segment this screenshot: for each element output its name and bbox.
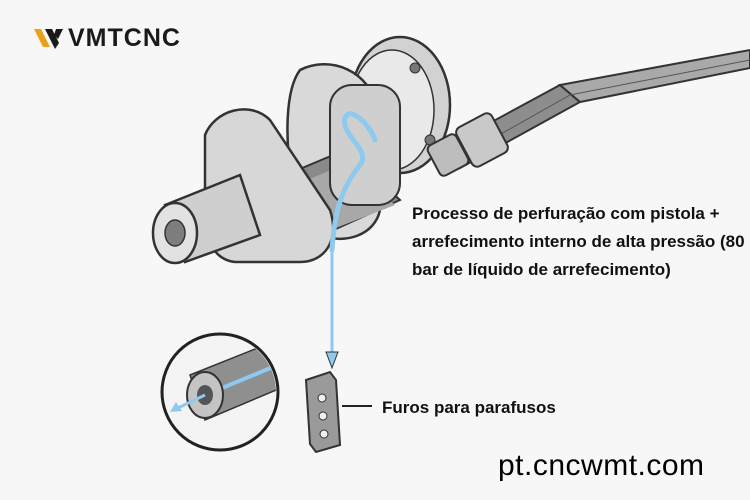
logo-chevron-icon — [34, 29, 63, 49]
bolt-hole-strip — [304, 370, 372, 454]
drill-collar — [426, 112, 509, 177]
process-caption: Processo de perfuração com pistola + arr… — [412, 204, 745, 279]
bolt-holes-caption: Furos para parafusos — [382, 398, 556, 417]
website-url: pt.cncwmt.com — [498, 449, 705, 482]
brand-logo-text: VMTCNC — [68, 24, 181, 52]
coolant-path — [325, 111, 378, 370]
inset-detail-circle — [160, 332, 280, 452]
front-journal — [151, 173, 262, 265]
brand-logo: VMTCNC — [34, 24, 181, 52]
